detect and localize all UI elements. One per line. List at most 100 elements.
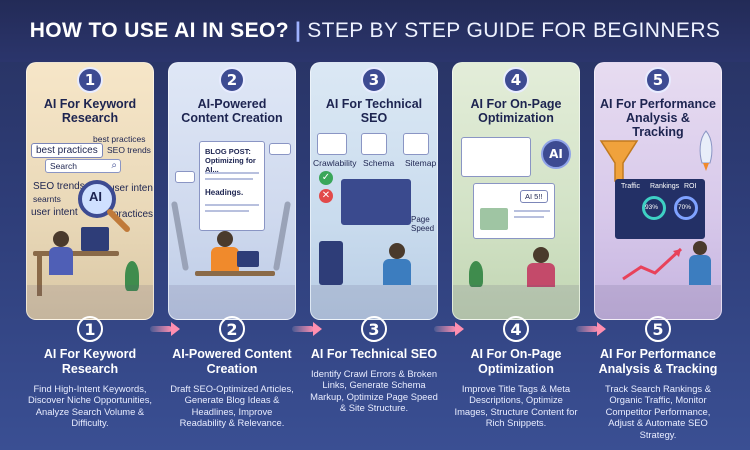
- metric-roi: ROI: [684, 183, 697, 190]
- label-crawlability: Crawlability: [313, 158, 357, 168]
- laptop: [237, 251, 259, 267]
- chip-practices: practices: [113, 209, 154, 220]
- step-1-card: 1 AI For Keyword Research best practices…: [26, 62, 154, 320]
- ai-chip-icon: AI: [541, 139, 571, 169]
- technical-seo-illustration: Crawlability Schema Sitemap ✕ ✓ Page Spe…: [311, 131, 437, 319]
- gauge-value: 93%: [645, 204, 659, 211]
- desk-leg: [37, 256, 42, 296]
- doc-heading: BLOG POST: Optimizing for AI...: [205, 147, 256, 174]
- blog-document: BLOG POST: Optimizing for AI... Headings…: [199, 141, 265, 231]
- ai-label: AI: [89, 189, 102, 204]
- step-description: Identify Crawl Errors & Broken Links, Ge…: [310, 368, 438, 414]
- chip-best-practices: best practices: [93, 134, 146, 144]
- step-number: 5: [645, 316, 671, 342]
- page-title: HOW TO USE AI IN SEO?|STEP BY STEP GUIDE…: [30, 19, 721, 43]
- step-4: 4 AI For On-Page Optimization Improve Ti…: [452, 316, 580, 450]
- header-banner: HOW TO USE AI IN SEO?|STEP BY STEP GUIDE…: [0, 0, 750, 62]
- monitor: [81, 227, 109, 251]
- illustration-row: 1 AI For Keyword Research best practices…: [26, 62, 724, 324]
- step-5-badge: 5: [645, 67, 671, 93]
- person-head: [533, 247, 549, 263]
- person-body: [383, 259, 411, 285]
- metric-traffic: Traffic: [621, 183, 641, 190]
- step-number: 3: [361, 316, 387, 342]
- step-description: Track Search Rankings & Organic Traffic,…: [605, 383, 711, 440]
- analytics-dashboard: Traffic Rankings ROI 93% 70%: [615, 179, 705, 239]
- title-main: HOW TO USE AI IN SEO?: [29, 19, 289, 42]
- browser-window: AI 5!!: [473, 183, 555, 239]
- speech-bubble: [175, 171, 195, 183]
- step-number: 1: [77, 316, 103, 342]
- floor: [595, 285, 721, 319]
- step-description: Improve Title Tags & Meta Descriptions, …: [454, 383, 578, 429]
- image-icon: [480, 208, 508, 230]
- search-input[interactable]: Search ⌕: [45, 159, 121, 173]
- robot-arm-left: [170, 201, 190, 271]
- gauge-value: 70%: [678, 204, 692, 211]
- step-5-card: 5 AI For Performance Analysis & Tracking…: [594, 62, 722, 320]
- step-4-card: 4 AI For On-Page Optimization AI AI 5!!: [452, 62, 580, 320]
- chip-user-intent: user intent: [109, 183, 154, 194]
- title-separator: |: [294, 19, 302, 42]
- keyword-research-illustration: best practices best practices SEO trends…: [27, 131, 154, 319]
- step-3-badge: 3: [361, 67, 387, 93]
- step-3: 3 AI For Technical SEO Identify Crawl Er…: [310, 316, 438, 450]
- person-head: [693, 241, 707, 255]
- floor: [453, 285, 579, 319]
- plant: [469, 261, 483, 287]
- gauge-ring: [642, 196, 666, 220]
- phone: [319, 241, 343, 285]
- step-number: 2: [219, 316, 245, 342]
- label-sitemap: Sitemap: [405, 158, 437, 168]
- step-2-badge: 2: [219, 67, 245, 93]
- flow-arrow: [150, 322, 180, 336]
- plant: [125, 261, 139, 291]
- step-4-badge: 4: [503, 67, 529, 93]
- step-3-card: 3 AI For Technical SEO Crawlability Sche…: [310, 62, 438, 320]
- speech-bubble: [269, 143, 291, 155]
- flow-arrow: [292, 322, 322, 336]
- performance-illustration: Traffic Rankings ROI 93% 70%: [595, 130, 721, 319]
- desk: [195, 271, 275, 276]
- sitemap-icon: [403, 133, 429, 155]
- crawlability-icon: [317, 133, 347, 155]
- chip-seo-trends: SEO trends: [33, 181, 85, 192]
- check-icon: ✓: [319, 171, 333, 185]
- chip-user-intent: user intent: [31, 207, 78, 218]
- floor: [27, 285, 153, 319]
- person-body: [689, 255, 711, 285]
- error-icon: ✕: [319, 189, 333, 203]
- step-1-badge: 1: [77, 67, 103, 93]
- search-icon: ⌕: [111, 160, 117, 171]
- search-label: Search: [50, 161, 77, 171]
- floor: [169, 285, 295, 319]
- schema-icon: [361, 133, 387, 155]
- chip-best-practices: best practices: [31, 143, 103, 158]
- person-body: [49, 247, 73, 275]
- tag-ai: AI 5!!: [520, 190, 548, 203]
- step-1-card-title: AI For Keyword Research: [43, 97, 137, 125]
- step-title: AI For Performance Analysis & Tracking: [598, 347, 718, 376]
- chip-seo-trends: SEO trends: [107, 145, 151, 155]
- rocket-icon: [699, 130, 713, 171]
- step-3-card-title: AI For Technical SEO: [325, 97, 423, 125]
- on-page-illustration: AI AI 5!!: [453, 131, 579, 319]
- step-number: 4: [503, 316, 529, 342]
- flow-arrow: [576, 322, 606, 336]
- person-head: [217, 231, 233, 247]
- doc-subheading: Headings.: [205, 188, 244, 197]
- floor: [311, 285, 437, 319]
- label-page-speed: Page Speed: [411, 215, 435, 233]
- step-2: 2 AI-Powered Content Creation Draft SEO-…: [168, 316, 296, 450]
- desk: [33, 251, 119, 256]
- magnifier-icon: [78, 180, 130, 232]
- gauge-ring: [674, 196, 698, 220]
- step-4-card-title: AI For On-Page Optimization: [470, 97, 562, 125]
- step-title: AI For Keyword Research: [43, 347, 137, 376]
- step-5-card-title: AI For Performance Analysis & Tracking: [599, 97, 716, 139]
- page-mockup: [461, 137, 531, 177]
- label-schema: Schema: [363, 158, 395, 168]
- flow-arrow: [434, 322, 464, 336]
- step-title: AI For On-Page Optimization: [470, 347, 562, 376]
- content-creation-illustration: BLOG POST: Optimizing for AI... Headings…: [169, 131, 295, 319]
